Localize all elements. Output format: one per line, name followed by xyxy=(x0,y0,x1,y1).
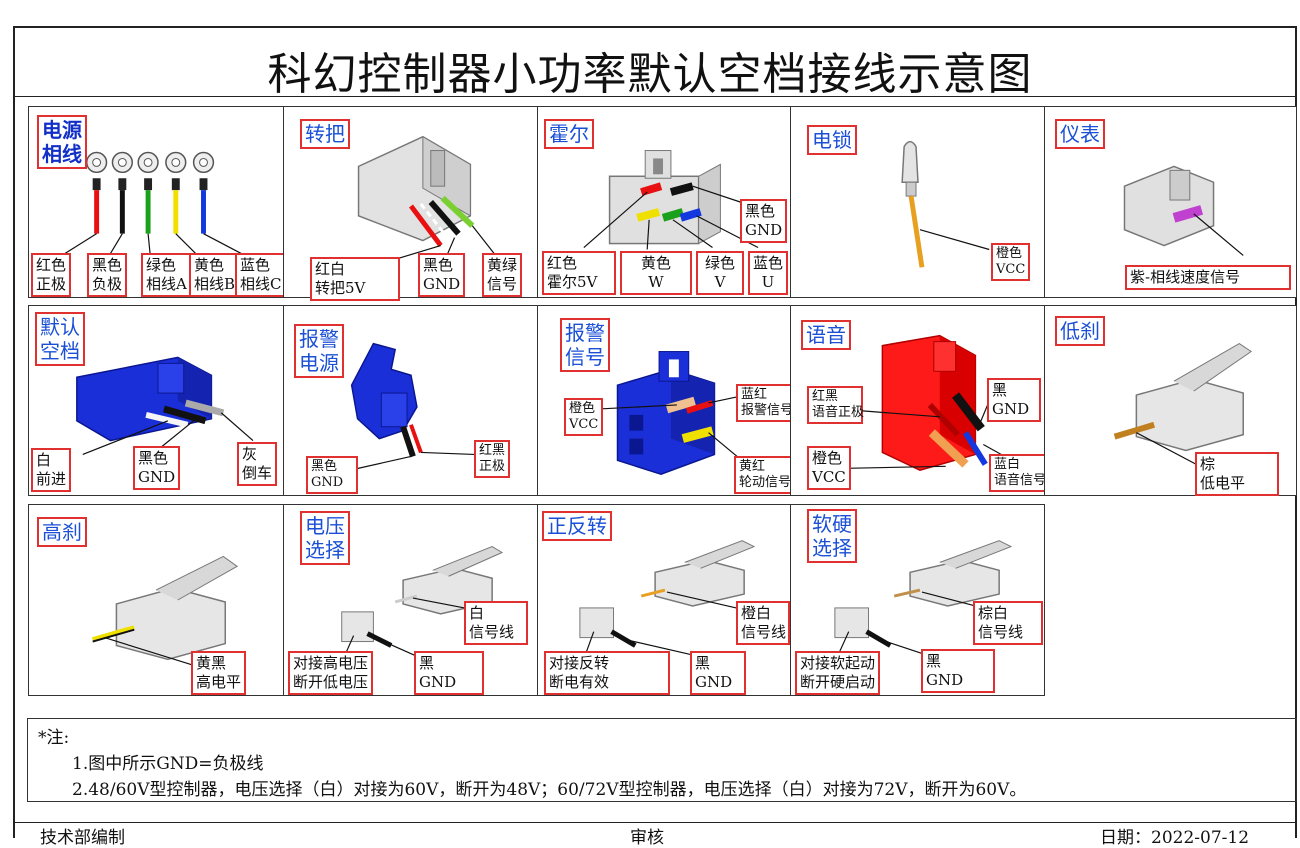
panel-low-brake: 低刹 棕 低电平 xyxy=(1044,305,1297,496)
voltage-select-illustration xyxy=(341,546,504,656)
throttle-title: 转把 xyxy=(300,119,350,149)
lock-title: 电锁 xyxy=(807,125,857,155)
meter-title: 仪表 xyxy=(1055,119,1105,149)
label-hall-blue-u: 蓝色 U xyxy=(748,251,788,295)
voice-title: 语音 xyxy=(801,320,851,350)
label-brown-low-level: 棕 低电平 xyxy=(1195,452,1279,496)
panel-electric-lock: 电锁 橙色 VCC xyxy=(790,106,1045,298)
label-connect-reverse-power-off: 对接反转 断电有效 xyxy=(544,651,670,695)
label-alarm-black-gnd: 黑色 GND xyxy=(306,456,358,494)
meter-connector-illustration xyxy=(1123,165,1244,256)
label-orange-white-signal-line: 橙白 信号线 xyxy=(736,601,790,645)
alarm-signal-title: 报警 信号 xyxy=(560,318,610,372)
label-voice-orange-vcc: 橙色 VCC xyxy=(807,446,851,490)
label-connect-soft-disconnect-hard: 对接软起动 断开硬启动 xyxy=(795,651,881,695)
voice-connector-illustration xyxy=(846,334,1020,472)
throttle-connector-illustration xyxy=(357,135,495,266)
voltage-title: 电压 选择 xyxy=(300,511,350,565)
label-hall-red-5v: 红色 霍尔5V xyxy=(542,251,616,295)
label-red-positive: 红色 正极 xyxy=(31,253,72,297)
page-title: 科幻控制器小功率默认空档接线示意图 xyxy=(267,49,1033,100)
footer-date: 日期：2022-07-12 xyxy=(1100,828,1250,848)
panel-alarm-power: 报警 电源 黑色 GND 红黑 正极 xyxy=(283,305,538,496)
label-hall-black-gnd: 黑色 GND xyxy=(740,199,788,243)
panel-hall: 霍尔 黑色 GND 红色 霍尔5V 黄色 W 绿色 V 蓝色 U xyxy=(537,106,791,298)
footer-prepared-by: 技术部编制 xyxy=(40,828,125,848)
label-purple-phase-speed: 紫-相线速度信号 xyxy=(1125,265,1291,290)
panel-high-brake: 高刹 黄黑 高电平 xyxy=(28,504,284,696)
hall-title: 霍尔 xyxy=(544,119,594,149)
label-yellow-red-wheel: 黄红 轮动信号 xyxy=(734,456,797,494)
label-yellow-phase-b: 黄色 相线B xyxy=(189,253,241,297)
panel-soft-hard-select: 软硬 选择 棕白 信号线 对接软起动 断开硬启动 黑 GND xyxy=(790,504,1045,696)
label-black-negative: 黑色 负极 xyxy=(87,253,128,297)
low-brake-title: 低刹 xyxy=(1055,316,1105,346)
label-green-phase-a: 绿色 相线A xyxy=(141,253,192,297)
panel-throttle: 转把 红白 转把5V 黑色 GND 黄绿 信号 xyxy=(283,106,538,301)
label-voice-black-gnd: 黑 GND xyxy=(987,378,1041,422)
label-neutral-black-gnd: 黑色 GND xyxy=(133,446,181,490)
soft-hard-title: 软硬 选择 xyxy=(807,509,857,563)
neutral-connector-illustration xyxy=(76,356,254,455)
panel-default-neutral: 默认 空档 白 前进 黑色 GND 灰 倒车 xyxy=(28,305,284,496)
footer-review: 审核 xyxy=(630,828,664,848)
notes-line-2: 2.48/60V型控制器，电压选择（白）对接为60V，断开为48V；60/72V… xyxy=(72,780,1027,800)
panel-forward-reverse: 正反转 橙白 信号线 对接反转 断电有效 黑 GND xyxy=(537,504,791,696)
notes-heading: *注: xyxy=(38,728,70,748)
label-connect-high-disconnect-low: 对接高电压 断开低电压 xyxy=(288,651,374,695)
label-blue-phase-c: 蓝色 相线C xyxy=(235,253,287,297)
notes-line-1: 1.图中所示GND=负极线 xyxy=(72,754,264,774)
label-red-white-5v: 红白 转把5V xyxy=(310,257,400,301)
low-brake-connector-illustration xyxy=(1113,343,1253,469)
high-brake-title: 高刹 xyxy=(37,517,87,547)
panel-voice: 语音 红黑 语音正极 黑 GND 橙色 VCC 蓝白 语音信号 xyxy=(790,305,1052,496)
panel-alarm-signal: 报警 信号 橙色 VCC 蓝红 报警信号 黄红 轮动信号 xyxy=(537,305,799,496)
notes-box: *注: 1.图中所示GND=负极线 2.48/60V型控制器，电压选择（白）对接… xyxy=(27,718,1297,802)
label-hall-yellow-w: 黄色 W xyxy=(620,251,692,295)
label-hall-green-v: 绿色 V xyxy=(696,251,744,295)
alarm-power-title: 报警 电源 xyxy=(294,324,344,378)
power-phase-title: 电源 相线 xyxy=(37,115,87,169)
neutral-title: 默认 空档 xyxy=(35,312,85,366)
label-gray-reverse: 灰 倒车 xyxy=(237,442,278,486)
label-blue-white-voice-signal: 蓝白 语音信号 xyxy=(989,454,1052,492)
panel-meter: 仪表 紫-相线速度信号 xyxy=(1044,106,1297,298)
alarm-power-connector-illustration xyxy=(349,342,475,471)
label-white-forward: 白 前进 xyxy=(31,448,72,492)
power-phase-illustration xyxy=(64,151,242,254)
label-yellow-black-high-level: 黄黑 高电平 xyxy=(191,651,247,695)
label-reverse-black-gnd: 黑 GND xyxy=(690,651,746,695)
label-alarm-red-black-positive: 红黑 正极 xyxy=(474,440,511,478)
label-signal-orange-vcc: 橙色 VCC xyxy=(564,398,604,436)
label-softhard-black-gnd: 黑 GND xyxy=(921,649,995,693)
label-lock-orange-vcc: 橙色 VCC xyxy=(991,243,1031,281)
footer-divider xyxy=(13,822,1297,823)
high-brake-connector-illustration xyxy=(91,555,239,666)
label-red-black-voice-positive: 红黑 语音正极 xyxy=(807,386,864,424)
label-yellow-green-signal: 黄绿 信号 xyxy=(482,253,523,297)
lock-terminal-illustration xyxy=(901,140,990,268)
label-white-signal-line: 白 信号线 xyxy=(464,601,528,645)
panel-power-phase: 电源 相线 红色 正极 黑色 负极 绿色 相线A 黄色 相线B 蓝色 相线C xyxy=(28,106,287,298)
label-brown-white-signal-line: 棕白 信号线 xyxy=(973,601,1043,645)
forward-reverse-illustration xyxy=(579,540,756,656)
label-blue-red-alarm: 蓝红 报警信号 xyxy=(736,384,799,422)
label-black-gnd: 黑色 GND xyxy=(418,253,466,297)
ring-terminal-icon xyxy=(85,151,215,174)
panel-voltage-select: 电压 选择 白 信号线 对接高电压 断开低电压 黑 GND xyxy=(283,504,538,696)
label-voltage-black-gnd: 黑 GND xyxy=(414,651,484,695)
alarm-signal-connector-illustration xyxy=(599,351,745,476)
hall-connector-illustration xyxy=(583,150,759,250)
title-divider xyxy=(13,96,1297,97)
soft-hard-select-illustration xyxy=(834,540,1013,655)
forward-reverse-title: 正反转 xyxy=(542,511,612,541)
